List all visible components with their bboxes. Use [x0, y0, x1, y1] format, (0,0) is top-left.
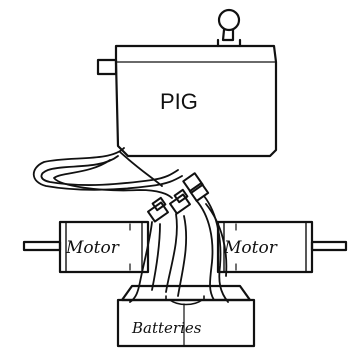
motor-right-label: Motor: [223, 238, 278, 258]
connectors: [147, 172, 210, 223]
pig-body: [114, 44, 278, 158]
pig-knob-stem: [221, 28, 235, 42]
batteries-label: Batteries: [131, 319, 202, 337]
lower-wires: [129, 195, 229, 303]
batteries: Batteries: [116, 284, 256, 348]
pig-label: PIG: [160, 89, 198, 114]
wiring-harness: [32, 147, 183, 199]
pig-side-port: [96, 58, 118, 76]
motor-left-label: Motor: [65, 238, 120, 258]
motor-right: Motor: [216, 220, 348, 274]
connector-2: [169, 188, 191, 215]
connector-1: [147, 196, 169, 223]
batteries-body: [116, 298, 256, 348]
pig-knob: [217, 8, 241, 32]
batteries-top: [120, 284, 252, 302]
connector-3: [182, 172, 210, 202]
motor-right-shaft: [310, 240, 348, 252]
motor-left-shaft: [22, 240, 62, 252]
pig-unit: PIG: [96, 8, 278, 158]
motor-left: Motor: [22, 220, 150, 274]
